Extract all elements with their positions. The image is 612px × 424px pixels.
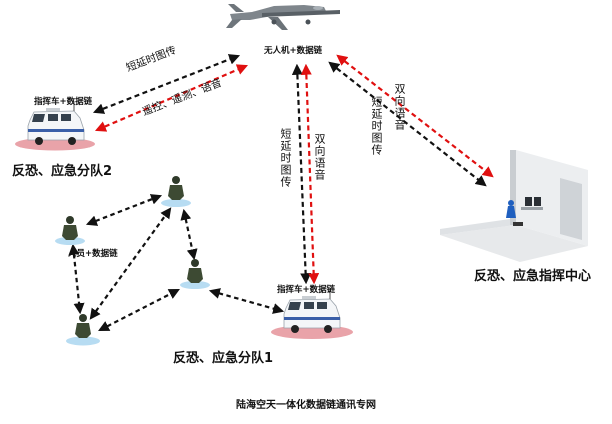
figure-caption: 陆海空天一体化数据链通讯专网 (236, 400, 376, 411)
person-node-b (161, 176, 191, 207)
soldier-icon (168, 176, 184, 200)
link-personnel-mesh (68, 194, 285, 332)
person-node-c (180, 259, 210, 289)
team1-label: 反恐、应急分队1 (173, 351, 274, 366)
team2-vehicle-group (15, 101, 95, 151)
uav-icon (226, 4, 340, 30)
command-center-icon (440, 150, 588, 262)
person-node-d (66, 314, 100, 346)
link-label-uav-center-inner: 短延时图传 (370, 96, 383, 156)
team2-label: 反恐、应急分队2 (12, 164, 113, 179)
command-vehicle-1-label: 指挥车+数据链 (277, 285, 336, 295)
soldier-icon (187, 259, 203, 283)
team1-vehicle-group (271, 289, 353, 339)
link-uav-team2 (92, 54, 249, 132)
link-label-uav-team1-right: 双向语音 (313, 133, 326, 181)
uav-label: 无人机+数据链 (264, 46, 323, 56)
command-vehicle-2-label: 指挥车+数据链 (34, 97, 93, 107)
link-label-uav-center-outer: 双向语音 (393, 83, 406, 131)
person-label: 人员+数据链 (68, 249, 118, 259)
person-node-a (55, 216, 85, 245)
soldier-icon (62, 216, 78, 240)
link-uav-center (328, 54, 494, 187)
link-uav-team1 (291, 63, 320, 285)
link-label-uav-team1-left: 短延时图传 (279, 128, 292, 188)
command-vehicle-icon (283, 289, 341, 333)
command-center-label: 反恐、应急指挥中心 (474, 269, 592, 284)
soldier-icon (75, 314, 91, 338)
command-vehicle-icon (27, 101, 85, 145)
